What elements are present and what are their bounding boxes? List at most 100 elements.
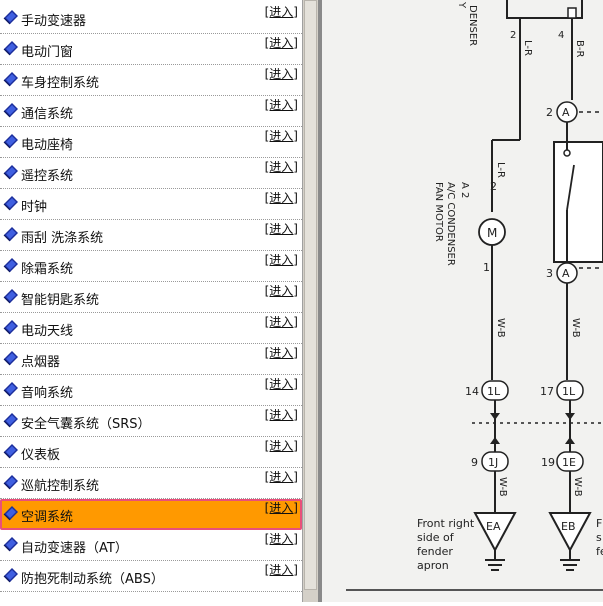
relay-switch-box <box>553 141 603 263</box>
book-icon <box>3 258 18 273</box>
book-icon <box>3 444 18 459</box>
enter-link[interactable]: [进入] <box>264 408 298 422</box>
list-item[interactable]: 除霜系统 [进入] <box>0 251 302 282</box>
pin-4-top: 4 <box>558 30 564 41</box>
list-item[interactable]: 安全气囊系统（SRS）[进入] <box>0 406 302 437</box>
book-icon <box>3 103 18 118</box>
enter-link[interactable]: [进入] <box>264 439 298 453</box>
book-icon <box>3 134 18 149</box>
ground-note-2: side of <box>417 531 455 544</box>
book-icon <box>3 413 18 428</box>
system-list-panel: 手动变速器 [进入] 电动门窗 [进入] 车身控制系统 [进入] 通信系统 [进入] 电动座椅 [… <box>0 0 302 602</box>
list-item-label: 除霜系统 <box>21 262 74 277</box>
list-item[interactable]: 仪表板[进入] <box>0 437 302 468</box>
enter-link[interactable]: [进入] <box>264 129 298 143</box>
vertical-scrollbar[interactable] <box>302 0 318 602</box>
motor-name-line2: FAN MOTOR <box>433 182 444 242</box>
enter-link[interactable]: [进入] <box>264 532 298 546</box>
motor-symbol-label: M <box>487 226 497 240</box>
connector-a-label-top: A <box>562 106 570 119</box>
ground-eb-symbol <box>548 512 592 553</box>
wire-label-wb-left: W-B <box>495 318 506 338</box>
switch-blade <box>566 164 575 211</box>
enter-link[interactable]: [进入] <box>264 470 298 484</box>
list-item-label: 车身控制系统 <box>21 76 100 91</box>
wire-label-wb-ea: W-B <box>497 477 508 497</box>
top-label: DENSER <box>467 5 478 46</box>
list-item[interactable]: 自动变速器（AT）[进入] <box>0 530 302 561</box>
enter-link[interactable]: [进入] <box>264 191 298 205</box>
enter-link[interactable]: [进入] <box>264 563 298 577</box>
book-icon <box>3 537 18 552</box>
ground-note-3: fender <box>417 545 453 558</box>
enter-link[interactable]: [进入] <box>264 284 298 298</box>
list-item[interactable]: 遥控系统 [进入] <box>0 158 302 189</box>
list-item-label: 通信系统 <box>21 107 74 122</box>
list-item-selected[interactable]: 空调系统 [进入] <box>0 499 302 530</box>
list-item[interactable]: 时钟[进入] <box>0 189 302 220</box>
motor-pin-2: 2 <box>490 180 497 193</box>
wire-label-lr-motor: L-R <box>495 162 506 178</box>
book-icon <box>3 320 18 335</box>
pin-14: 14 <box>465 385 479 398</box>
wire-label-wb-eb: W-B <box>572 477 583 497</box>
enter-link[interactable]: [进入] <box>264 253 298 267</box>
pin-2-a: 2 <box>546 106 553 119</box>
connector-a-label-bottom: A <box>562 267 570 280</box>
list-item[interactable]: 音响系统[进入] <box>0 375 302 406</box>
pin-9: 9 <box>471 456 478 469</box>
list-item-label: 遥控系统 <box>21 169 74 184</box>
book-icon <box>3 382 18 397</box>
list-item[interactable]: 手动变速器 [进入] <box>0 3 302 34</box>
list-item-label: 手动变速器 <box>21 14 87 29</box>
book-icon <box>3 165 18 180</box>
list-item[interactable]: 雨刮 洗涤系统 [进入] <box>0 220 302 251</box>
enter-link[interactable]: [进入] <box>264 160 298 174</box>
connector-1l-right-label: 1L <box>562 385 576 398</box>
enter-link[interactable]: [进入] <box>264 222 298 236</box>
scrollbar-thumb[interactable] <box>304 0 317 590</box>
list-item[interactable]: 电动座椅 [进入] <box>0 127 302 158</box>
enter-link[interactable]: [进入] <box>264 67 298 81</box>
list-item[interactable]: 电动门窗 [进入] <box>0 34 302 65</box>
list-item[interactable]: 巡航控制系统 [进入] <box>0 468 302 499</box>
book-icon <box>3 506 18 521</box>
ground-eb-label: EB <box>561 520 576 533</box>
list-item[interactable]: 车身控制系统 [进入] <box>0 65 302 96</box>
list-item-label: 巡航控制系统 <box>21 479 100 494</box>
enter-link[interactable]: [进入] <box>264 346 298 360</box>
wiring-diagram-svg: DENSER Y 2 4 L-R B-R 2 A L-R 2 M A 2 A/C… <box>346 0 603 591</box>
book-icon <box>3 41 18 56</box>
enter-link[interactable]: [进入] <box>264 5 298 19</box>
ground-note-1: Front right <box>417 517 475 530</box>
list-item-label: 空调系统 <box>21 510 74 525</box>
list-item[interactable]: 电动天线[进入] <box>0 313 302 344</box>
enter-link[interactable]: [进入] <box>264 98 298 112</box>
list-item-label: 电动座椅 <box>21 138 74 153</box>
ground-note-cut-2: s <box>596 531 602 544</box>
arrows-left <box>490 413 500 444</box>
ground-ea-label: EA <box>486 520 501 533</box>
list-item[interactable]: 智能钥匙系统[进入] <box>0 282 302 313</box>
frame-divider[interactable] <box>318 0 322 602</box>
enter-link[interactable]: [进入] <box>264 501 298 515</box>
enter-link[interactable]: [进入] <box>264 36 298 50</box>
list-item-label: 电动门窗 <box>21 45 74 60</box>
list-item-label: 雨刮 洗涤系统 <box>21 231 104 246</box>
ground-note-4: apron <box>417 559 449 572</box>
motor-name-line1: A/C CONDENSER <box>445 182 456 266</box>
pin-3-a: 3 <box>546 267 553 280</box>
pin-2-top: 2 <box>510 30 516 41</box>
list-item[interactable]: 防抱死制动系统（ABS）[进入] <box>0 561 302 592</box>
book-icon <box>3 475 18 490</box>
list-item[interactable]: 通信系统 [进入] <box>0 96 302 127</box>
book-icon <box>3 289 18 304</box>
ground-note-cut-1: F <box>596 517 602 530</box>
list-item[interactable]: 点烟器[进入] <box>0 344 302 375</box>
book-icon <box>3 351 18 366</box>
wiring-diagram: DENSER Y 2 4 L-R B-R 2 A L-R 2 M A 2 A/C… <box>322 0 603 602</box>
enter-link[interactable]: [进入] <box>264 315 298 329</box>
condenser-relay-box <box>506 0 583 19</box>
connector-1e-label: 1E <box>562 456 576 469</box>
enter-link[interactable]: [进入] <box>264 377 298 391</box>
